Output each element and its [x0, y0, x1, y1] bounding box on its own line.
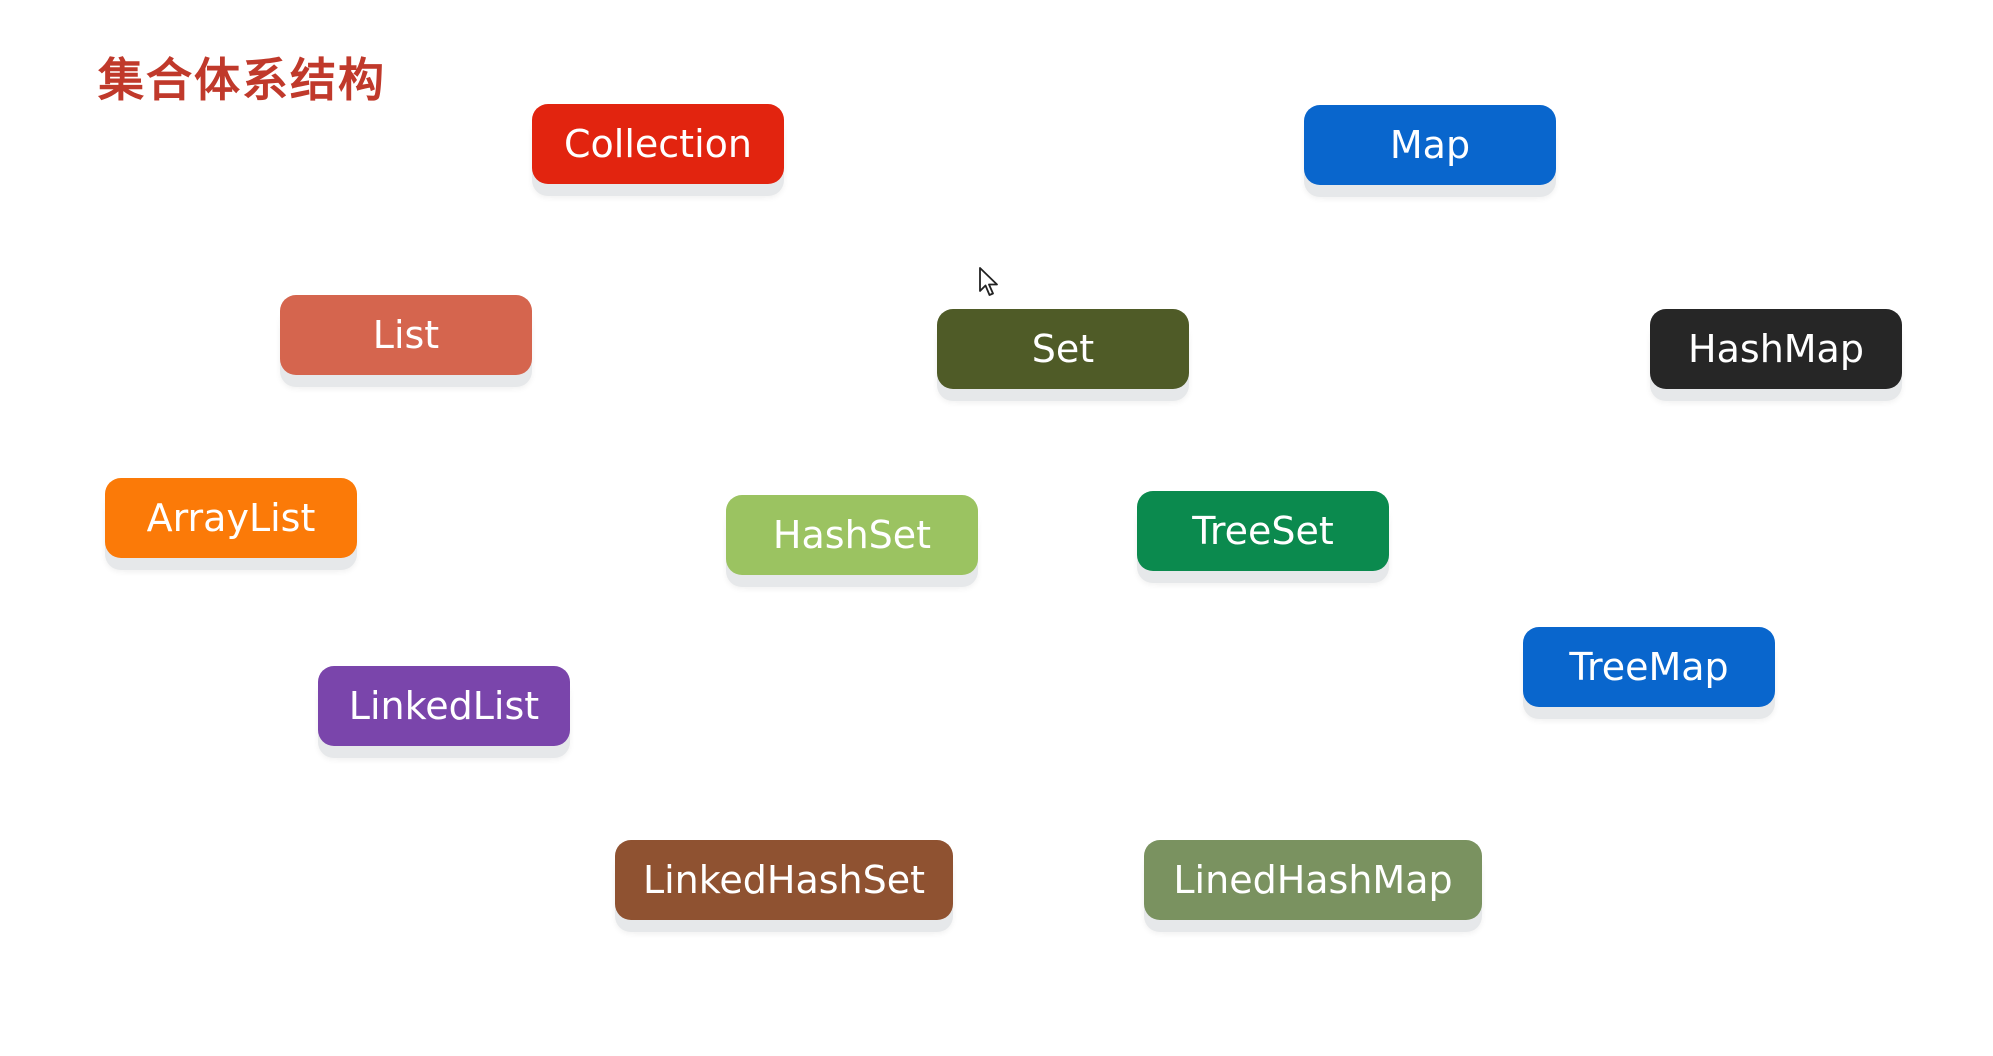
node-label: LinedHashMap: [1173, 858, 1453, 902]
node-hashset[interactable]: HashSet: [726, 495, 978, 575]
node-label: Collection: [564, 122, 752, 166]
mouse-pointer-icon: [979, 267, 998, 296]
node-label: Map: [1389, 123, 1471, 167]
node-arraylist[interactable]: ArrayList: [105, 478, 357, 558]
node-label: HashSet: [772, 513, 932, 557]
node-label: ArrayList: [146, 496, 316, 540]
node-label: Set: [1031, 327, 1095, 371]
node-map[interactable]: Map: [1304, 105, 1556, 185]
page-title: 集合体系结构: [98, 53, 386, 107]
node-treemap[interactable]: TreeMap: [1523, 627, 1775, 707]
node-label: LinkedHashSet: [642, 858, 926, 902]
node-label: List: [372, 313, 440, 357]
node-linedhashmap[interactable]: LinedHashMap: [1144, 840, 1482, 920]
node-label: TreeMap: [1569, 645, 1729, 689]
node-hashmap[interactable]: HashMap: [1650, 309, 1902, 389]
node-label: HashMap: [1688, 327, 1864, 371]
node-treeset[interactable]: TreeSet: [1137, 491, 1389, 571]
node-list[interactable]: List: [280, 295, 532, 375]
node-collection[interactable]: Collection: [532, 104, 784, 184]
node-linkedhashset[interactable]: LinkedHashSet: [615, 840, 953, 920]
node-label: TreeSet: [1192, 509, 1334, 553]
node-set[interactable]: Set: [937, 309, 1189, 389]
node-linkedlist[interactable]: LinkedList: [318, 666, 570, 746]
node-label: LinkedList: [348, 684, 540, 728]
